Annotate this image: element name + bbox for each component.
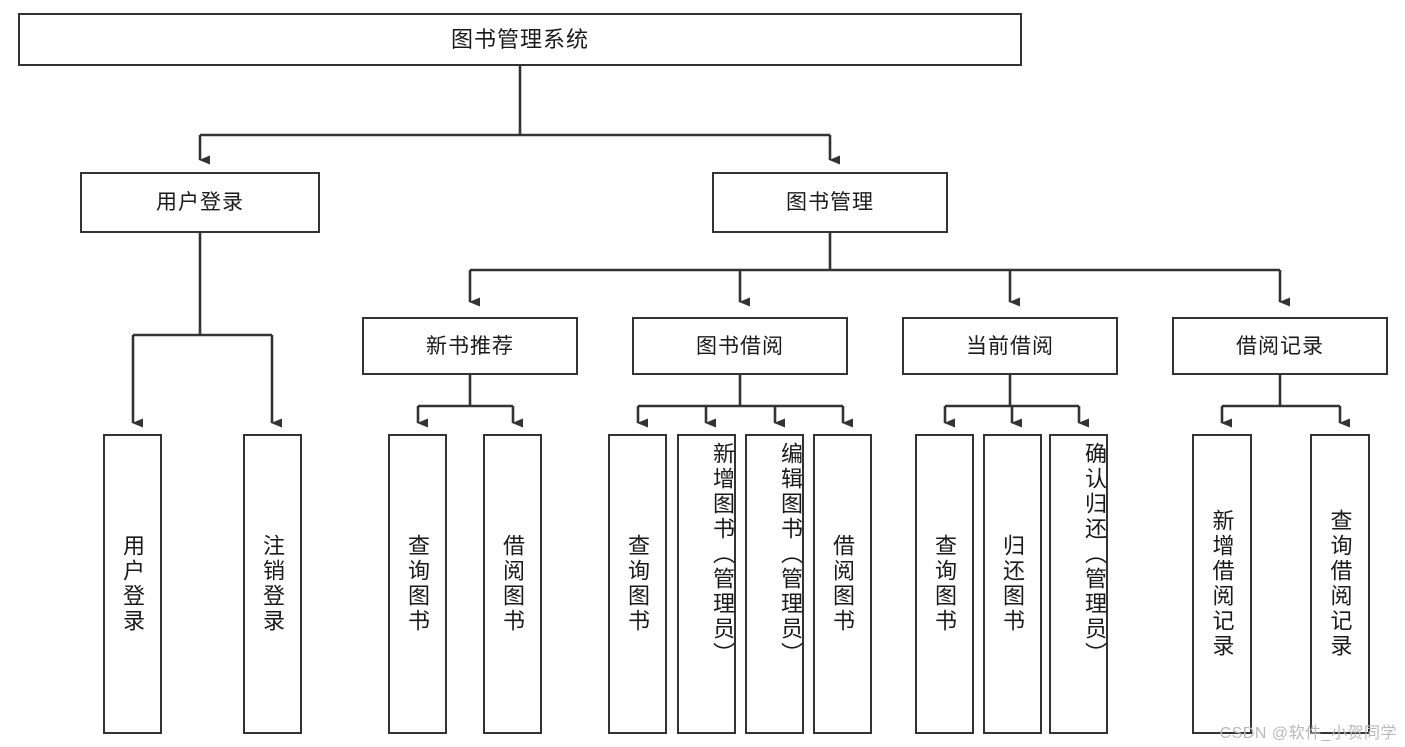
node-book-borrow[interactable]: 图书借阅 [632,317,848,375]
node-label: 查询图书 [625,534,651,634]
node-label: 新增借阅记录 [1209,509,1235,659]
node-label: 新增图书（管理员） [710,442,735,667]
node-leaf-query-book-borrow[interactable]: 查询图书 [608,434,667,734]
node-leaf-confirm-return[interactable]: 确认归还（管理员） [1049,434,1108,734]
node-root-system[interactable]: 图书管理系统 [18,13,1022,66]
node-leaf-logout[interactable]: 注销登录 [243,434,302,734]
node-leaf-borrow-book-rec[interactable]: 借阅图书 [483,434,542,734]
node-label: 用户登录 [120,534,146,634]
node-label: 查询图书 [405,534,431,634]
node-label: 借阅记录 [1236,334,1324,358]
node-label: 用户登录 [156,191,244,214]
node-label: 当前借阅 [966,334,1054,358]
node-new-book-rec[interactable]: 新书推荐 [362,317,578,375]
node-label: 图书借阅 [696,334,784,358]
node-label: 查询借阅记录 [1327,509,1353,659]
node-borrow-record[interactable]: 借阅记录 [1172,317,1388,375]
node-label: 查询图书 [932,534,958,634]
node-label: 注销登录 [260,534,286,634]
node-book-manage[interactable]: 图书管理 [712,172,948,233]
node-leaf-query-book-rec[interactable]: 查询图书 [388,434,447,734]
node-leaf-return-book[interactable]: 归还图书 [983,434,1042,734]
watermark: CSDN @软件_小贺同学 [1219,725,1397,742]
node-label: 图书管理 [786,191,874,214]
node-label: 借阅图书 [500,534,526,634]
node-leaf-borrow-book[interactable]: 借阅图书 [813,434,872,734]
node-label: 归还图书 [1000,534,1026,634]
node-leaf-add-record[interactable]: 新增借阅记录 [1192,434,1252,734]
node-label: 确认归还（管理员） [1082,442,1107,667]
node-current-borrow[interactable]: 当前借阅 [902,317,1118,375]
node-leaf-user-login[interactable]: 用户登录 [103,434,162,734]
node-leaf-add-book[interactable]: 新增图书（管理员） [677,434,736,734]
node-label: 编辑图书（管理员） [778,442,803,667]
node-leaf-edit-book[interactable]: 编辑图书（管理员） [745,434,804,734]
node-label: 图书管理系统 [450,26,589,52]
node-user-login[interactable]: 用户登录 [80,172,320,233]
node-label: 借阅图书 [830,534,856,634]
node-leaf-query-record[interactable]: 查询借阅记录 [1310,434,1370,734]
node-leaf-query-book-current[interactable]: 查询图书 [915,434,974,734]
node-label: 新书推荐 [426,334,514,358]
